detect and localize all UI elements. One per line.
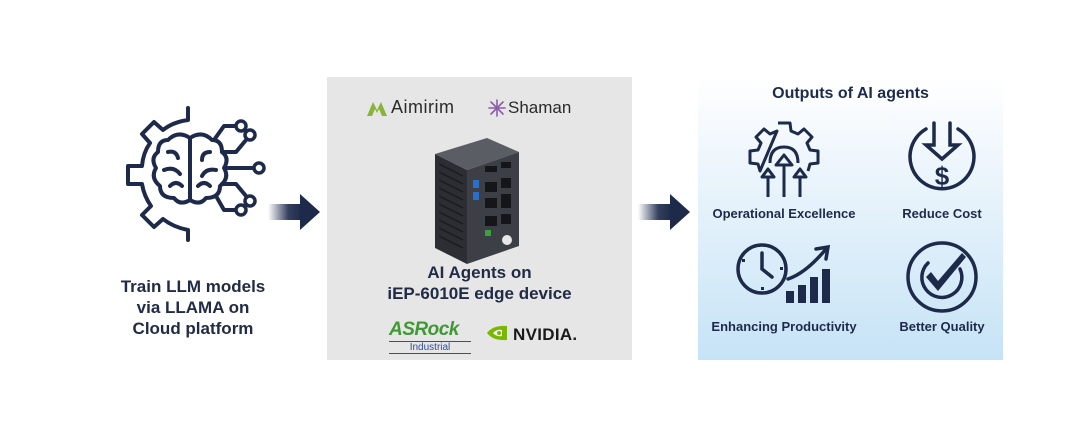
center-label-line: AI Agents on bbox=[427, 263, 532, 282]
outputs-panel: Outputs of AI agents Operational Excelle… bbox=[698, 77, 1003, 360]
left-label-line: Train LLM models bbox=[120, 277, 266, 296]
clock-bar-growth-icon bbox=[736, 243, 831, 303]
output-label: Enhancing Productivity bbox=[711, 319, 857, 334]
left-step-label: Train LLM models via LLAMA on Cloud plat… bbox=[98, 276, 288, 339]
dollar-down-arrow-icon: $ bbox=[908, 121, 976, 191]
gear-growth-arrows-icon bbox=[748, 121, 820, 197]
asrock-industrial-logo: ASRock Industrial bbox=[389, 319, 471, 354]
aimirim-logo: Aimirim bbox=[391, 97, 455, 117]
output-label: Better Quality bbox=[899, 319, 985, 334]
nvidia-eye-icon bbox=[487, 325, 507, 341]
output-label: Reduce Cost bbox=[902, 206, 982, 221]
asrock-logo-subtext: Industrial bbox=[389, 341, 471, 354]
asrock-logo-text: ASRock bbox=[389, 319, 459, 340]
left-label-line: via LLAMA on bbox=[136, 298, 250, 317]
output-label: Operational Excellence bbox=[712, 206, 856, 221]
outputs-title: Outputs of AI agents bbox=[772, 85, 929, 102]
edge-device-image bbox=[435, 138, 519, 264]
center-step-label: AI Agents on iEP-6010E edge device bbox=[327, 262, 632, 304]
brain-circuit-gear-icon bbox=[126, 106, 266, 242]
shaman-logo-icon bbox=[488, 99, 506, 117]
center-label-line: iEP-6010E edge device bbox=[387, 284, 572, 303]
edge-device-panel: Aimirim Shaman bbox=[327, 77, 632, 360]
left-label-line: Cloud platform bbox=[132, 319, 254, 338]
partner-logos: Aimirim Shaman bbox=[327, 97, 632, 119]
flow-arrow-icon bbox=[268, 194, 320, 230]
nvidia-logo-text: NVIDIA. bbox=[513, 325, 578, 344]
nvidia-logo: NVIDIA. bbox=[485, 323, 580, 345]
flow-arrow-icon bbox=[638, 194, 690, 230]
aimirim-logo-icon bbox=[367, 102, 387, 116]
shaman-logo: Shaman bbox=[508, 98, 572, 117]
svg-text:$: $ bbox=[935, 161, 950, 191]
checkmark-circle-icon bbox=[906, 241, 978, 313]
